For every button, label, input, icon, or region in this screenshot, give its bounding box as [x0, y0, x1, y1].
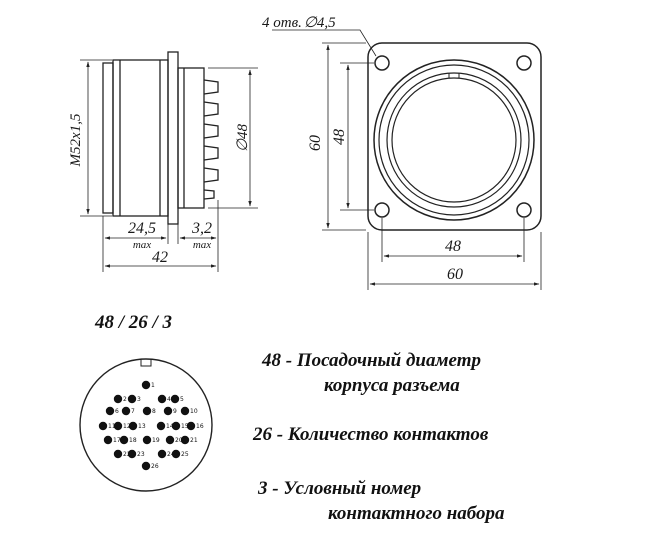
contact-pin	[157, 449, 167, 459]
inner-bore	[391, 77, 517, 203]
thread-start	[102, 62, 114, 214]
contact-pin	[157, 394, 167, 404]
pin-number: 24	[167, 451, 175, 458]
thread-label: M52x1,5	[68, 113, 84, 167]
legend-item-contacts: 26 - Количество контактов	[253, 424, 488, 446]
rear-body	[177, 67, 205, 209]
body-diameter-label: ∅48	[235, 123, 251, 152]
contact-pin	[127, 394, 137, 404]
pin-number: 22	[123, 451, 131, 458]
contact-pin	[142, 435, 152, 445]
contact-pin	[113, 394, 123, 404]
contact-pin	[171, 449, 181, 459]
contact-pin	[141, 461, 151, 471]
contact-pin	[128, 421, 138, 431]
contact-pin	[127, 449, 137, 459]
square-flange	[367, 42, 542, 231]
pin-number: 13	[138, 423, 146, 430]
length-a-label: 24,5	[128, 220, 156, 237]
pin-number: 1	[151, 382, 155, 389]
pin-number: 15	[181, 423, 189, 430]
mounting-hole-tr	[516, 55, 532, 71]
legend-num: 26	[253, 424, 272, 445]
contact-pin	[165, 435, 175, 445]
side-view	[80, 51, 258, 272]
length-b-label: 3,2	[191, 220, 212, 237]
contact-pin	[180, 406, 190, 416]
contact-pin	[186, 421, 196, 431]
total-length-label: 42	[152, 249, 168, 266]
contact-pin	[163, 406, 173, 416]
length-b-max: max	[193, 239, 211, 251]
front-view	[272, 29, 542, 290]
legend-item-set-line2: контактного набора	[328, 503, 505, 524]
pin-number: 20	[175, 437, 183, 444]
pin-number: 21	[190, 437, 198, 444]
connector-face	[79, 358, 213, 492]
legend-dash: -	[276, 424, 284, 445]
pin-number: 6	[115, 408, 119, 415]
legend-dash: -	[272, 478, 279, 499]
pin-number: 8	[152, 408, 156, 415]
contact-pin	[105, 406, 115, 416]
legend-dash: -	[285, 350, 293, 371]
pin-number: 5	[180, 396, 184, 403]
pin-number: 3	[137, 396, 141, 403]
mounting-hole-br	[516, 202, 532, 218]
designation-code: 48 / 26 / 3	[95, 312, 173, 333]
legend-num: 3	[258, 478, 268, 499]
pin-number: 25	[181, 451, 189, 458]
pin-number: 18	[129, 437, 137, 444]
pin-number: 11	[108, 423, 116, 430]
length-a-max: max	[133, 239, 151, 251]
hole-spacing-v-label: 48	[331, 129, 348, 145]
contact-pin	[103, 435, 113, 445]
pin-number: 7	[131, 408, 135, 415]
flange-width-label: 60	[447, 266, 463, 283]
mounting-hole-bl	[374, 202, 390, 218]
contact-pin	[156, 421, 166, 431]
legend-item-diameter-line2: корпуса разъема	[324, 375, 460, 396]
contact-pin	[180, 435, 190, 445]
pin-tails	[203, 79, 219, 200]
pin-number: 17	[113, 437, 121, 444]
contact-pin	[119, 435, 129, 445]
legend-num: 48	[262, 350, 281, 371]
contact-pin	[141, 380, 151, 390]
flange-profile	[167, 51, 179, 225]
hole-spacing-h-label: 48	[445, 238, 461, 255]
pin-number: 9	[173, 408, 177, 415]
contact-pin	[142, 406, 152, 416]
contact-pin	[171, 421, 181, 431]
legend-text: Условный номер	[283, 478, 422, 499]
contact-pin	[113, 449, 123, 459]
pin-number: 12	[123, 423, 131, 430]
pin-number: 14	[166, 423, 174, 430]
pin-number: 4	[167, 396, 171, 403]
legend-text: Количество контактов	[287, 424, 489, 445]
pin-number: 23	[137, 451, 145, 458]
contact-pin	[121, 406, 131, 416]
pin-number: 19	[152, 437, 160, 444]
contact-pin	[98, 421, 108, 431]
holes-leader	[272, 29, 377, 57]
pin-number: 26	[151, 463, 159, 470]
contact-pin	[113, 421, 123, 431]
legend-item-diameter: 48 - Посадочный диаметр	[262, 350, 481, 372]
contact-pin	[170, 394, 180, 404]
legend-item-set: 3 - Условный номер	[258, 478, 421, 500]
pin-number: 2	[123, 396, 127, 403]
pin-number: 16	[196, 423, 204, 430]
outer-ring	[373, 59, 535, 221]
flange-height-label: 60	[307, 135, 324, 151]
mounting-holes	[374, 55, 532, 218]
legend-text: Посадочный диаметр	[296, 350, 481, 371]
holes-note: 4 отв.∅4,5	[262, 15, 336, 31]
mounting-hole-tl	[374, 55, 390, 71]
pin-number: 10	[190, 408, 198, 415]
